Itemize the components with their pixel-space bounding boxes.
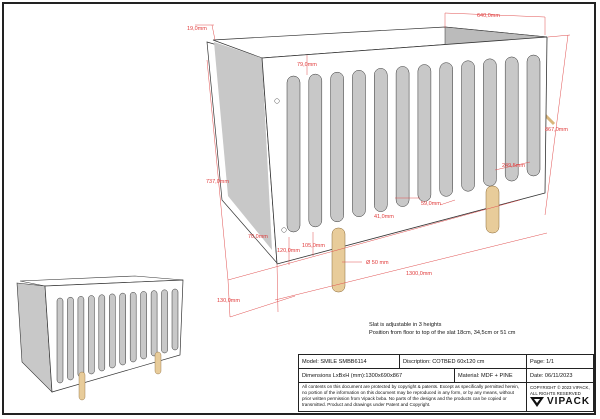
thumb-slot bbox=[88, 295, 95, 375]
slot bbox=[417, 64, 432, 202]
logo-text: VIPACK bbox=[547, 396, 591, 407]
dim-leg-offset: 249,5mm bbox=[502, 163, 525, 169]
thumb-slot bbox=[161, 289, 168, 354]
slot bbox=[352, 70, 366, 217]
left-side-shade bbox=[214, 42, 272, 250]
description-cell: Discription: COTBED 60x120 cm bbox=[400, 355, 527, 369]
note-line-1: Slat is adjustable in 3 heights bbox=[369, 322, 442, 328]
slot bbox=[374, 68, 388, 212]
thumb-slot bbox=[171, 288, 179, 351]
vipack-logo-icon bbox=[530, 396, 544, 407]
thumbnail-view bbox=[16, 275, 184, 401]
note-line-2: Position from floor to top of the slat 1… bbox=[369, 329, 516, 336]
legal-notice: All contents on this document are protec… bbox=[299, 383, 527, 411]
dim-thickness: 19,0mm bbox=[187, 26, 207, 32]
slot bbox=[439, 62, 453, 197]
dim-slot-width: 41,0mm bbox=[374, 214, 394, 220]
thumb-slot bbox=[140, 291, 147, 360]
title-block: Model: SMILE SMBB6114 Discription: COTBE… bbox=[298, 354, 594, 412]
slot bbox=[526, 54, 541, 177]
dim-bottom-margin: 120,0mm bbox=[277, 248, 300, 254]
page-border bbox=[2, 2, 596, 415]
dimension-lines bbox=[195, 12, 571, 318]
dim-leg-height: 130,0mm bbox=[217, 298, 240, 304]
material-cell: Material: MDF + PINE bbox=[455, 369, 527, 383]
thumb-slot bbox=[67, 296, 74, 381]
thumb-slot bbox=[109, 293, 116, 369]
front-slots bbox=[286, 54, 541, 233]
slot bbox=[504, 56, 519, 182]
dim-slot-gap: 59,0mm bbox=[421, 201, 441, 207]
thumb-slot bbox=[119, 292, 126, 366]
thumb-slot bbox=[150, 290, 158, 357]
dim-length: 1300,0mm bbox=[406, 271, 432, 277]
model-cell: Model: SMILE SMBB6114 bbox=[299, 355, 400, 369]
leg-front-left bbox=[331, 227, 346, 293]
dim-corner: 70,0mm bbox=[248, 234, 268, 240]
copyright-text: COPYRIGHT © 2023 VIPACK, ALL RIGHTS RESE… bbox=[530, 385, 590, 396]
thumb-slot bbox=[77, 296, 85, 378]
slot bbox=[461, 60, 475, 192]
thumb-slot bbox=[56, 297, 64, 384]
dim-slot-bottom: 105,0mm bbox=[302, 243, 325, 249]
dim-leg-diameter: Ø 50 mm bbox=[366, 260, 389, 266]
leg-front-right bbox=[485, 185, 500, 234]
dim-side-height: 737,0mm bbox=[206, 179, 229, 185]
slat-note: Slat is adjustable in 3 heights Position… bbox=[369, 322, 515, 337]
date-cell: Date: 06/11/2023 bbox=[527, 369, 593, 383]
dimensions-cell: Dimensions LxBxH (mm):1300x690x867 bbox=[299, 369, 455, 383]
thumb-slot bbox=[98, 294, 106, 372]
page-cell: Page: 1/1 bbox=[527, 355, 593, 369]
slot bbox=[286, 75, 301, 233]
dim-total-height: 867,0mm bbox=[545, 127, 568, 133]
slot bbox=[308, 73, 323, 228]
slot bbox=[330, 71, 344, 223]
thumb-slot bbox=[129, 292, 137, 363]
main-view bbox=[206, 26, 556, 293]
dim-slot-top: 79,0mm bbox=[297, 62, 317, 68]
vipack-logo: VIPACK bbox=[530, 396, 590, 407]
slot bbox=[483, 58, 497, 187]
dim-width: 640,0mm bbox=[477, 13, 500, 19]
dimension-labels: 19,0mm 640,0mm 79,0mm 867,0mm 737,0mm 24… bbox=[187, 13, 568, 304]
slot bbox=[395, 66, 410, 207]
